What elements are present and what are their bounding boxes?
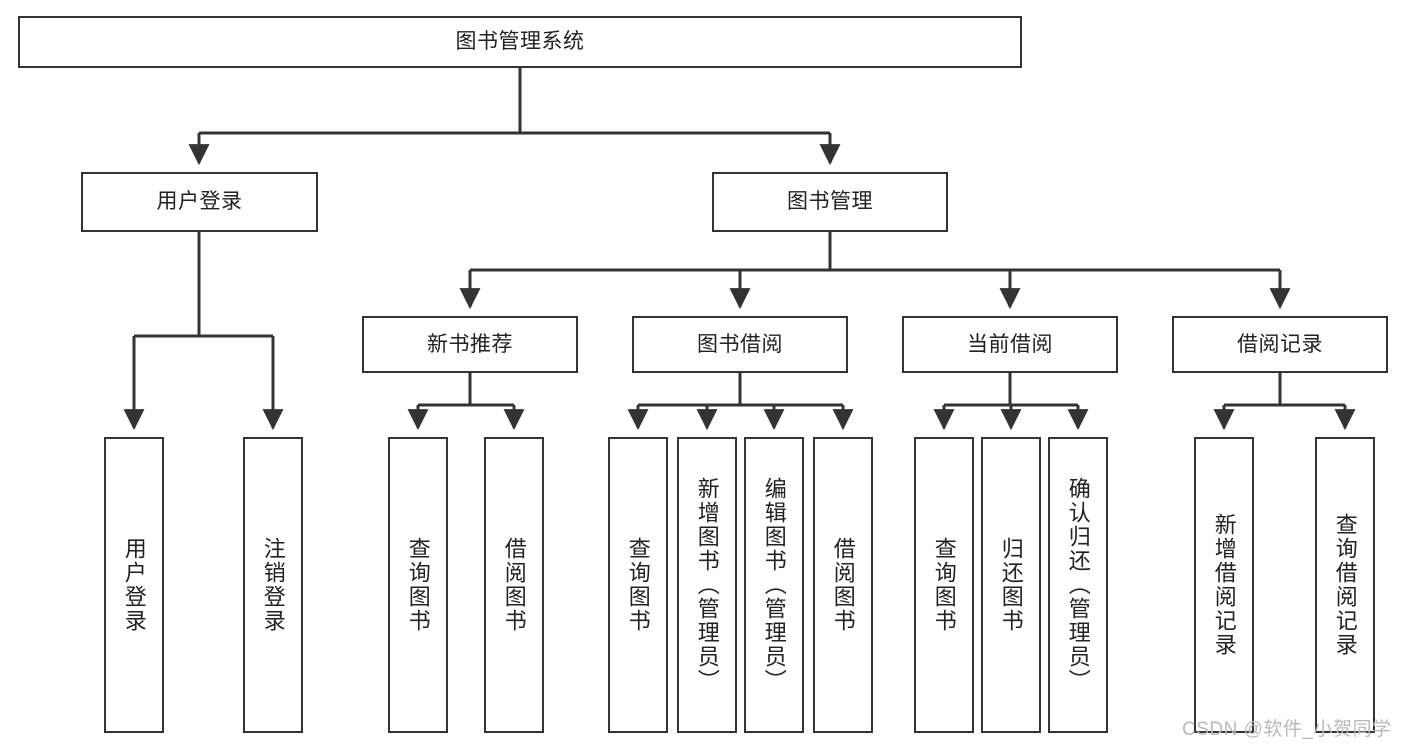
node-label: 当前借阅	[967, 332, 1053, 356]
leaf-query-book-recommend[interactable]: 查询图书	[388, 437, 448, 733]
node-label: 用户登录	[156, 190, 243, 214]
node-current-borrow[interactable]: 当前借阅	[902, 316, 1118, 373]
leaf-logout[interactable]: 注销登录	[243, 437, 303, 733]
node-label: 新书推荐	[427, 332, 513, 356]
leaf-add-book-admin[interactable]: 新增图书（管理员）	[677, 437, 737, 733]
node-root-system[interactable]: 图书管理系统	[18, 16, 1022, 68]
leaf-add-borrow-record[interactable]: 新增借阅记录	[1194, 437, 1254, 733]
node-label: 图书管理	[787, 190, 873, 214]
leaf-user-login[interactable]: 用户登录	[104, 437, 164, 733]
node-label: 编辑图书（管理员）	[761, 477, 787, 693]
node-label: 查询借阅记录	[1332, 513, 1358, 657]
node-label: 借阅图书	[830, 537, 856, 633]
node-book-borrow[interactable]: 图书借阅	[632, 316, 848, 373]
csdn-watermark: CSDN @软件_小贺同学	[1182, 719, 1392, 740]
node-label: 用户登录	[121, 537, 147, 633]
leaf-query-book-borrow[interactable]: 查询图书	[608, 437, 668, 733]
node-label: 借阅记录	[1237, 332, 1323, 356]
leaf-query-book-current[interactable]: 查询图书	[914, 437, 974, 733]
node-label: 图书管理系统	[455, 30, 585, 54]
leaf-query-borrow-record[interactable]: 查询借阅记录	[1315, 437, 1375, 733]
leaf-return-book[interactable]: 归还图书	[981, 437, 1041, 733]
node-label: 图书借阅	[697, 332, 783, 356]
node-label: 归还图书	[998, 537, 1024, 633]
node-label: 确认归还（管理员）	[1065, 477, 1091, 693]
node-label: 新增借阅记录	[1211, 513, 1237, 657]
node-book-management[interactable]: 图书管理	[712, 172, 948, 232]
node-label: 借阅图书	[501, 537, 527, 633]
node-borrow-record[interactable]: 借阅记录	[1172, 316, 1388, 373]
node-label: 查询图书	[405, 537, 431, 633]
leaf-edit-book-admin[interactable]: 编辑图书（管理员）	[744, 437, 804, 733]
node-user-login[interactable]: 用户登录	[81, 172, 318, 232]
leaf-borrow-book[interactable]: 借阅图书	[813, 437, 873, 733]
leaf-confirm-return-admin[interactable]: 确认归还（管理员）	[1048, 437, 1108, 733]
node-label: 查询图书	[931, 537, 957, 633]
node-label: 注销登录	[260, 537, 286, 633]
node-label: 查询图书	[625, 537, 651, 633]
node-new-book-recommend[interactable]: 新书推荐	[362, 316, 578, 373]
node-label: 新增图书（管理员）	[694, 477, 720, 693]
leaf-borrow-book-recommend[interactable]: 借阅图书	[484, 437, 544, 733]
